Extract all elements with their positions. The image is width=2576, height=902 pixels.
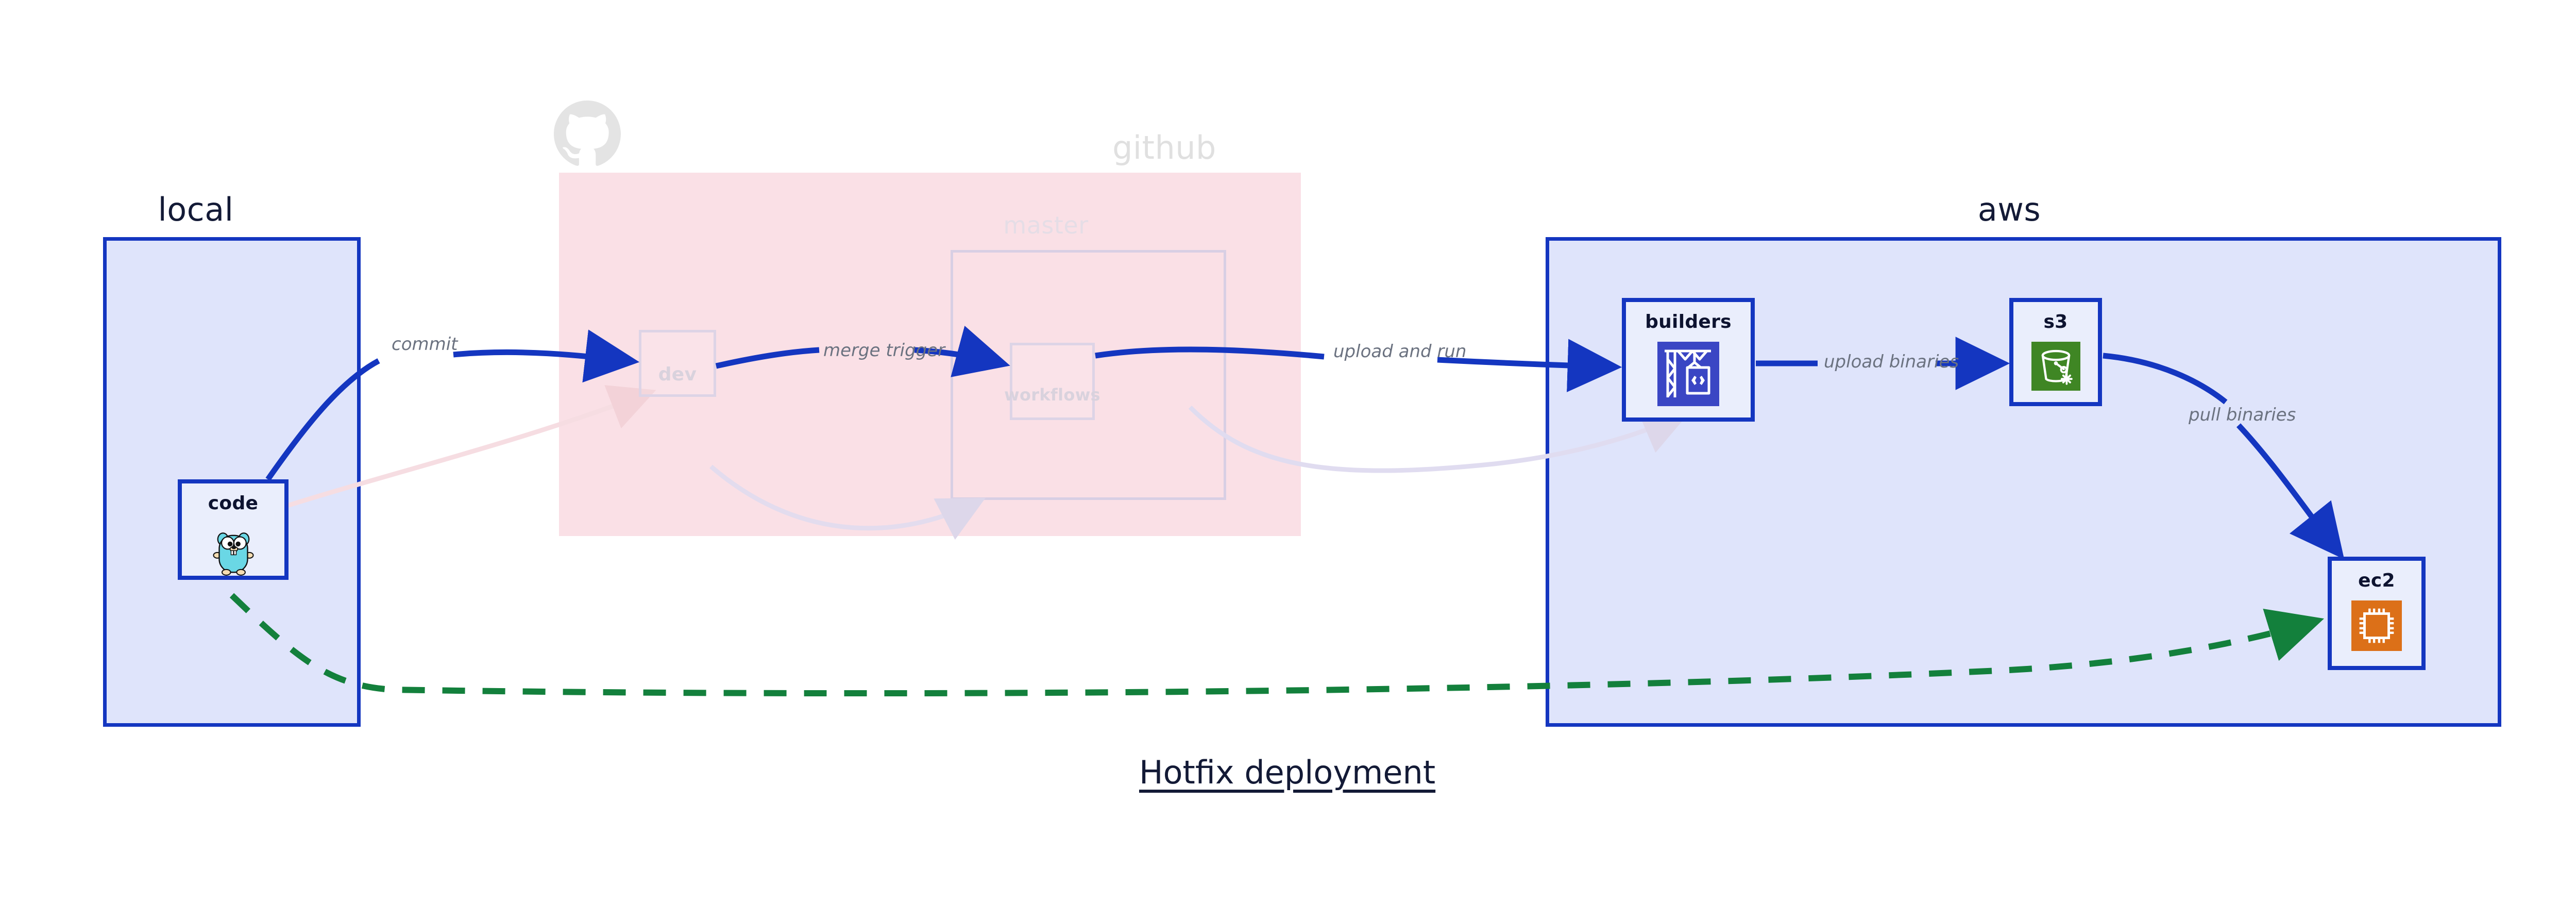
edge-label-merge-trigger: merge trigger bbox=[823, 340, 945, 361]
edge-label-upload-binaries: upload binaries bbox=[1824, 352, 1959, 372]
node-dev[interactable]: dev bbox=[639, 330, 716, 397]
node-ec2-label: ec2 bbox=[2358, 570, 2395, 591]
subzone-label-master: master bbox=[1003, 211, 1089, 239]
node-builders-label: builders bbox=[1645, 311, 1732, 332]
zone-label-local: local bbox=[158, 191, 234, 228]
zone-label-github: github bbox=[1112, 129, 1216, 166]
crane-code-icon bbox=[1657, 342, 1719, 408]
node-workflows[interactable]: workflows bbox=[1004, 343, 1100, 420]
cpu-chip-icon bbox=[2351, 600, 2402, 653]
node-builders[interactable]: builders bbox=[1622, 298, 1755, 422]
edge-label-pull-binaries: pull binaries bbox=[2189, 405, 2296, 425]
node-s3[interactable]: s3 bbox=[2009, 298, 2102, 406]
github-logo bbox=[554, 101, 621, 168]
node-ec2[interactable]: ec2 bbox=[2328, 557, 2426, 670]
node-dev-label: dev bbox=[658, 363, 697, 385]
go-gopher-icon bbox=[205, 523, 262, 582]
node-s3-label: s3 bbox=[2043, 311, 2068, 332]
node-code[interactable]: code bbox=[178, 479, 289, 580]
zone-label-aws: aws bbox=[1977, 191, 2041, 228]
page-title: Hotfix deployment bbox=[1139, 754, 1436, 791]
edge-label-commit: commit bbox=[392, 334, 458, 355]
node-workflows-label: workflows bbox=[1004, 385, 1100, 405]
bucket-icon bbox=[2031, 342, 2080, 393]
edge-label-upload-and-run: upload and run bbox=[1333, 341, 1467, 362]
node-code-label: code bbox=[208, 493, 259, 514]
